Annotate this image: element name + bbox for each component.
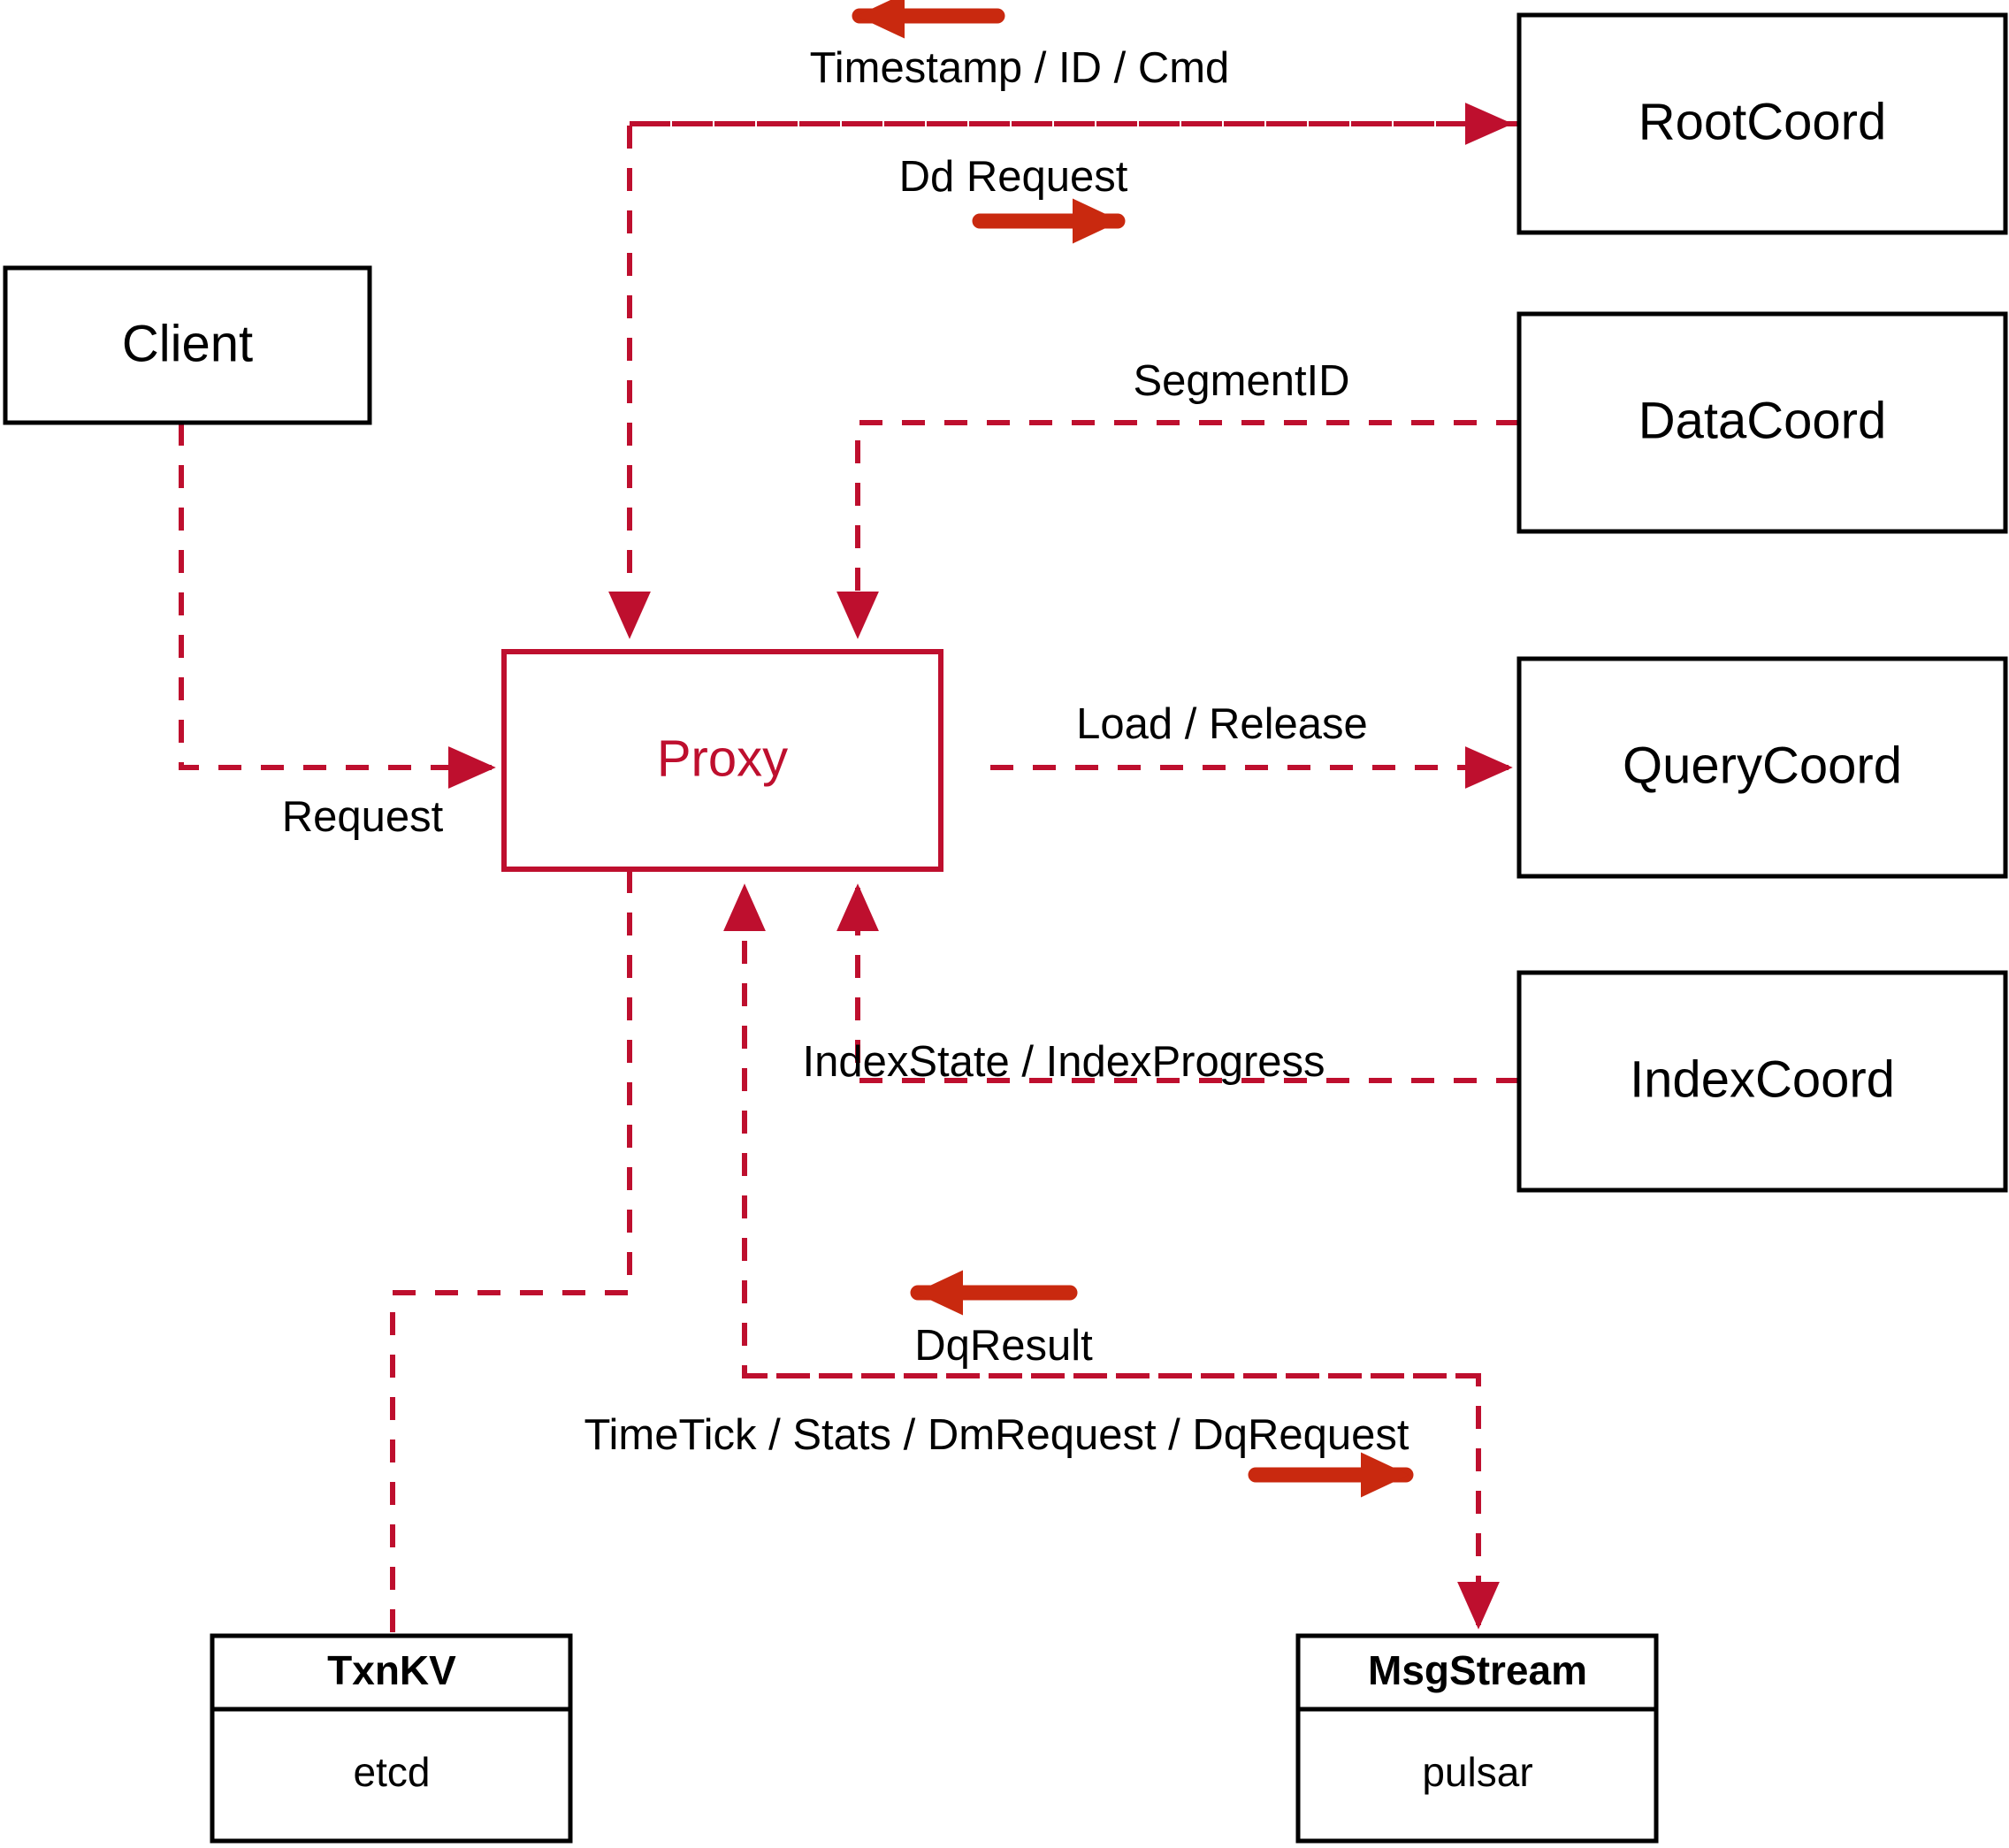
node-indexcoord[interactable]: IndexCoord xyxy=(1516,970,2008,1193)
node-client[interactable]: Client xyxy=(3,265,372,425)
node-client-label: Client xyxy=(122,315,253,372)
edge-path-proxy-txnkv xyxy=(390,870,632,1634)
edge-path-proxy-msgstream xyxy=(745,1373,1500,1630)
node-rootcoord[interactable]: RootCoord xyxy=(1516,12,2008,235)
node-msgstream-label: MsgStream xyxy=(1368,1647,1587,1693)
node-querycoord-label: QueryCoord xyxy=(1623,737,1902,794)
edge-label-proxy-rootcoord: Dd Request xyxy=(899,153,1128,201)
edge-path-datacoord-proxy xyxy=(836,420,1519,639)
node-msgstream[interactable]: MsgStream pulsar xyxy=(1295,1633,1659,1844)
node-txnkv-label: TxnKV xyxy=(327,1647,456,1693)
node-proxy-label: Proxy xyxy=(657,729,788,787)
edge-path-client-proxy xyxy=(179,423,496,789)
node-txnkv[interactable]: TxnKV etcd xyxy=(210,1633,573,1844)
edge-label-proxy-querycoord: Load / Release xyxy=(1076,700,1368,748)
edge-label-msgstream-proxy: DqResult xyxy=(914,1322,1093,1370)
node-datacoord-label: DataCoord xyxy=(1639,392,1886,449)
edge-path-indexcoord-proxy xyxy=(836,883,1519,1083)
node-datacoord[interactable]: DataCoord xyxy=(1516,311,2008,534)
node-rootcoord-label: RootCoord xyxy=(1639,93,1886,150)
edge-label-client-proxy: Request xyxy=(282,793,444,841)
node-msgstream-sublabel: pulsar xyxy=(1422,1749,1532,1795)
edge-label-rootcoord-proxy: Timestamp / ID / Cmd xyxy=(810,44,1230,92)
edge-label-datacoord-proxy: SegmentID xyxy=(1133,357,1349,405)
edge-label-indexcoord-proxy: IndexState / IndexProgress xyxy=(802,1038,1325,1086)
node-querycoord[interactable]: QueryCoord xyxy=(1516,656,2008,879)
node-proxy[interactable]: Proxy xyxy=(501,649,943,872)
edge-label-proxy-msgstream: TimeTick / Stats / DmRequest / DqRequest xyxy=(584,1411,1409,1459)
node-indexcoord-label: IndexCoord xyxy=(1630,1050,1895,1108)
edge-path-msgstream-proxy xyxy=(723,883,1478,1378)
node-txnkv-sublabel: etcd xyxy=(354,1749,431,1795)
